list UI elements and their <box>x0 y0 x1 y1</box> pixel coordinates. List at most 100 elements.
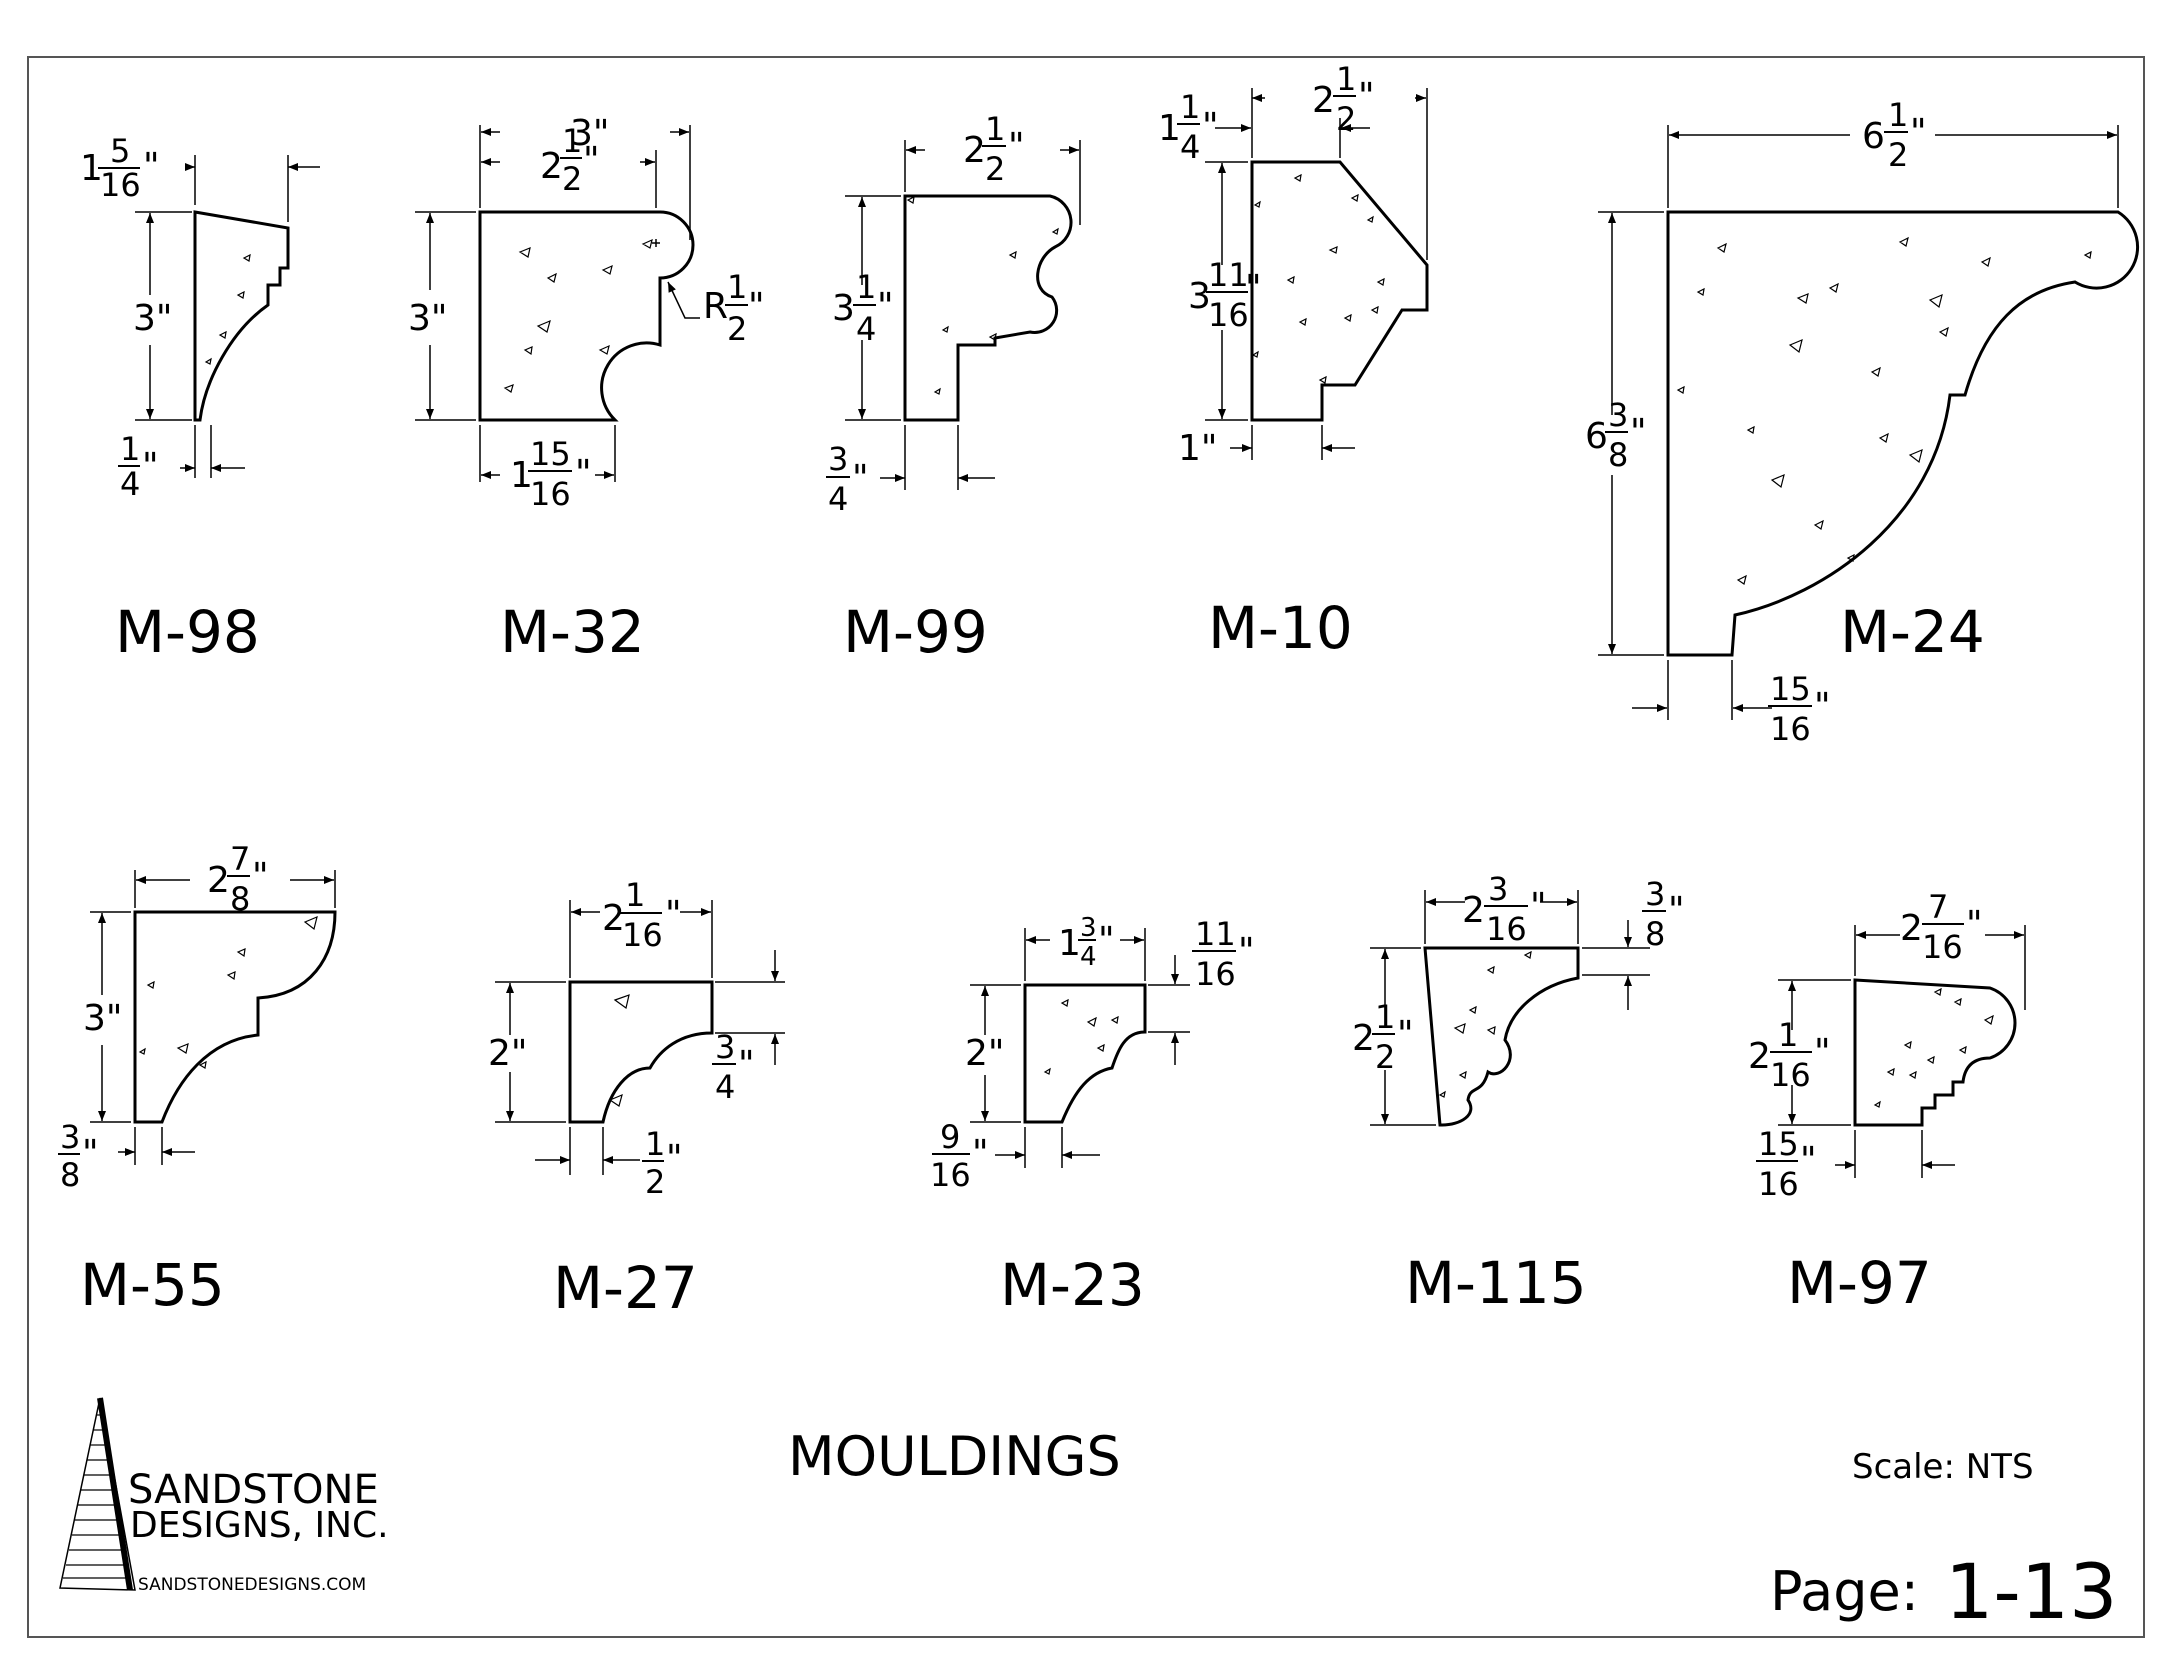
svg-text:": " <box>1910 112 1927 153</box>
dims-m115: 2 3 16 " 3 8 " 2 1 2 " <box>1352 870 1685 1076</box>
svg-text:9: 9 <box>940 1118 960 1156</box>
svg-text:16: 16 <box>622 916 663 954</box>
svg-text:15: 15 <box>1758 1125 1799 1163</box>
dims-m98: 1 5 16 " 3" 1 4 " <box>80 132 172 503</box>
svg-text:": " <box>1098 920 1115 961</box>
svg-text:": " <box>852 458 869 499</box>
sheet-title: MOULDINGS <box>788 1425 1121 1488</box>
svg-text:8: 8 <box>1608 436 1628 474</box>
svg-text:": " <box>1238 931 1255 972</box>
svg-text:3: 3 <box>1645 875 1665 913</box>
moulding-label: M-23 <box>1000 1251 1145 1319</box>
moulding-label: M-98 <box>115 598 260 666</box>
svg-text:1: 1 <box>1058 923 1081 964</box>
svg-text:": " <box>1397 1014 1414 1055</box>
svg-text:3: 3 <box>828 440 848 478</box>
svg-text:6: 6 <box>1862 116 1885 157</box>
dims-m23: 1 3 4 " 11 16 " 2" 9 16 " <box>930 913 1255 1194</box>
svg-text:1: 1 <box>1336 60 1356 98</box>
svg-text:2: 2 <box>540 146 563 187</box>
svg-text:": " <box>1008 126 1025 167</box>
svg-text:R: R <box>703 286 728 327</box>
svg-text:": " <box>252 856 269 897</box>
svg-text:15: 15 <box>530 435 571 473</box>
svg-text:16: 16 <box>1208 296 1249 334</box>
svg-text:8: 8 <box>230 880 250 918</box>
sheet-border <box>27 56 2145 1638</box>
moulding-label: M-32 <box>500 598 645 666</box>
svg-text:2: 2 <box>1336 100 1356 138</box>
svg-text:16: 16 <box>1758 1165 1799 1203</box>
svg-text:": " <box>142 446 159 487</box>
svg-text:": " <box>1630 412 1647 453</box>
svg-text:4: 4 <box>828 480 848 518</box>
svg-text:2: 2 <box>1352 1018 1375 1059</box>
svg-text:": " <box>1814 1032 1831 1073</box>
dims-m32: 3" 2 1 2 " 3" R 1 2 " 1 15 16 " <box>408 113 765 513</box>
svg-text:": " <box>1530 886 1547 927</box>
svg-text:": " <box>666 1138 683 1179</box>
stone-texture <box>138 173 2092 1108</box>
svg-text:1: 1 <box>1180 88 1200 126</box>
svg-text:4: 4 <box>120 465 140 503</box>
svg-text:": " <box>143 146 160 187</box>
svg-text:1: 1 <box>985 110 1005 148</box>
svg-text:2: 2 <box>645 1163 665 1201</box>
svg-text:2": 2" <box>488 1033 527 1074</box>
svg-text:7: 7 <box>230 840 250 878</box>
company-website: SANDSTONEDESIGNS.COM <box>138 1575 366 1595</box>
scale-note: Scale: NTS <box>1852 1447 2034 1487</box>
svg-text:": " <box>1202 106 1219 147</box>
svg-text:2: 2 <box>727 310 747 348</box>
svg-text:2: 2 <box>1900 908 1923 949</box>
svg-text:16: 16 <box>530 475 571 513</box>
svg-text:2: 2 <box>985 150 1005 188</box>
svg-text:": " <box>877 286 894 327</box>
svg-text:3: 3 <box>715 1028 735 1066</box>
svg-text:1: 1 <box>1778 1016 1798 1054</box>
svg-text:2: 2 <box>1748 1036 1771 1077</box>
svg-text:": " <box>1966 904 1983 945</box>
svg-text:": " <box>1814 686 1831 727</box>
dims-m99: 2 1 2 " 3 1 4 " 3 4 " <box>826 110 1025 518</box>
profile-m97 <box>1778 925 2026 1178</box>
svg-text:8: 8 <box>1645 915 1665 953</box>
profile-m32 <box>415 125 700 482</box>
svg-text:2: 2 <box>1462 890 1485 931</box>
svg-text:": " <box>665 894 682 935</box>
dims-m10: 1 1 4 " 2 1 2 " 3 11 16 " 1" <box>1158 60 1375 469</box>
svg-text:15: 15 <box>1770 670 1811 708</box>
dim-fraction-num: 5 <box>110 132 130 170</box>
svg-text:2: 2 <box>1888 136 1908 174</box>
svg-text:3": 3" <box>133 298 172 339</box>
svg-text:1: 1 <box>120 430 140 468</box>
svg-text:1: 1 <box>562 122 582 160</box>
moulding-label: M-10 <box>1208 594 1353 662</box>
sandstone-logo <box>59 1397 136 1591</box>
company-name-line2: DESIGNS, INC. <box>130 1505 389 1546</box>
svg-text:1: 1 <box>625 876 645 914</box>
moulding-label: M-27 <box>553 1254 698 1322</box>
svg-text:1: 1 <box>1158 108 1181 149</box>
svg-text:": " <box>972 1133 989 1174</box>
svg-text:2: 2 <box>207 860 230 901</box>
dims-m97: 2 7 16 " 2 1 16 " 15 16 " <box>1748 888 1983 1203</box>
profile-m24 <box>1598 125 2140 720</box>
svg-text:16: 16 <box>1770 710 1811 748</box>
company-name-line1: SANDSTONE <box>128 1467 379 1513</box>
svg-text:": " <box>575 453 592 494</box>
svg-text:1: 1 <box>856 268 876 306</box>
svg-text:11: 11 <box>1208 256 1249 294</box>
svg-text:3: 3 <box>60 1118 80 1156</box>
moulding-label: M-115 <box>1405 1249 1587 1317</box>
profile-m115 <box>1370 890 1650 1127</box>
moulding-label: M-99 <box>843 598 988 666</box>
dims-m55: 2 7 8 " 3" 3 8 " <box>58 840 269 1194</box>
svg-text:3: 3 <box>832 288 855 329</box>
svg-text:3": 3" <box>408 298 447 339</box>
svg-text:16: 16 <box>1195 955 1236 993</box>
svg-text:3: 3 <box>1488 870 1508 908</box>
svg-text:6: 6 <box>1585 416 1608 457</box>
profile-m55 <box>90 870 337 1165</box>
